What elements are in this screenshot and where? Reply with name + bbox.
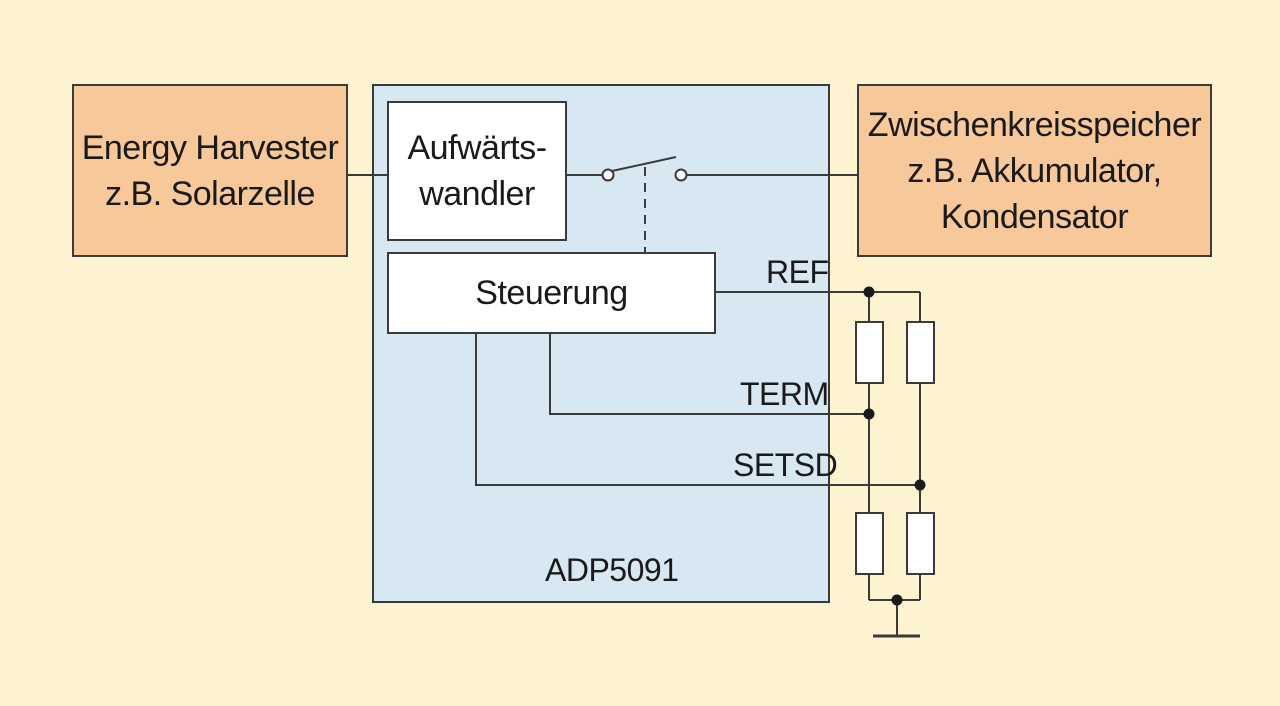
harvester-line1: Energy Harvester bbox=[81, 128, 339, 167]
pin-ref-label: REF bbox=[766, 254, 829, 290]
resistor-ref-setsd bbox=[906, 321, 935, 384]
junction-term bbox=[863, 408, 875, 420]
switch-contact-left bbox=[601, 168, 615, 182]
converter-line2: wandler bbox=[419, 175, 535, 213]
storage-line1: Zwischenkreisspeicher bbox=[867, 105, 1202, 144]
resistor-setsd-gnd bbox=[906, 512, 935, 575]
storage-line2: z.B. Akkumulator, bbox=[907, 151, 1162, 190]
junction-setsd bbox=[914, 479, 926, 491]
pin-term-label: TERM bbox=[740, 376, 829, 412]
switch-arm bbox=[611, 156, 677, 172]
storage-line3: Kondensator bbox=[940, 197, 1129, 236]
junction-ground bbox=[891, 594, 903, 606]
resistor-term-gnd bbox=[855, 512, 884, 575]
resistor-ref-term bbox=[855, 321, 884, 384]
converter-line1: Aufwärts- bbox=[407, 129, 547, 167]
wire-setsd bbox=[475, 334, 920, 486]
wire-term bbox=[549, 334, 869, 415]
boost-converter-block: Aufwärts- wandler bbox=[387, 101, 567, 241]
controller-label: Steuerung bbox=[475, 274, 628, 312]
switch-contact-right bbox=[674, 168, 688, 182]
harvester-line2: z.B. Solarzelle bbox=[105, 174, 315, 213]
junction-ref bbox=[863, 286, 875, 298]
storage-block: Zwischenkreisspeicher z.B. Akkumulator, … bbox=[857, 84, 1212, 257]
controller-block: Steuerung bbox=[387, 252, 716, 334]
pin-setsd-label: SETSD bbox=[733, 447, 838, 483]
energy-harvester-block: Energy Harvester z.B. Solarzelle bbox=[72, 84, 348, 257]
chip-name-label: ADP5091 bbox=[545, 552, 679, 588]
